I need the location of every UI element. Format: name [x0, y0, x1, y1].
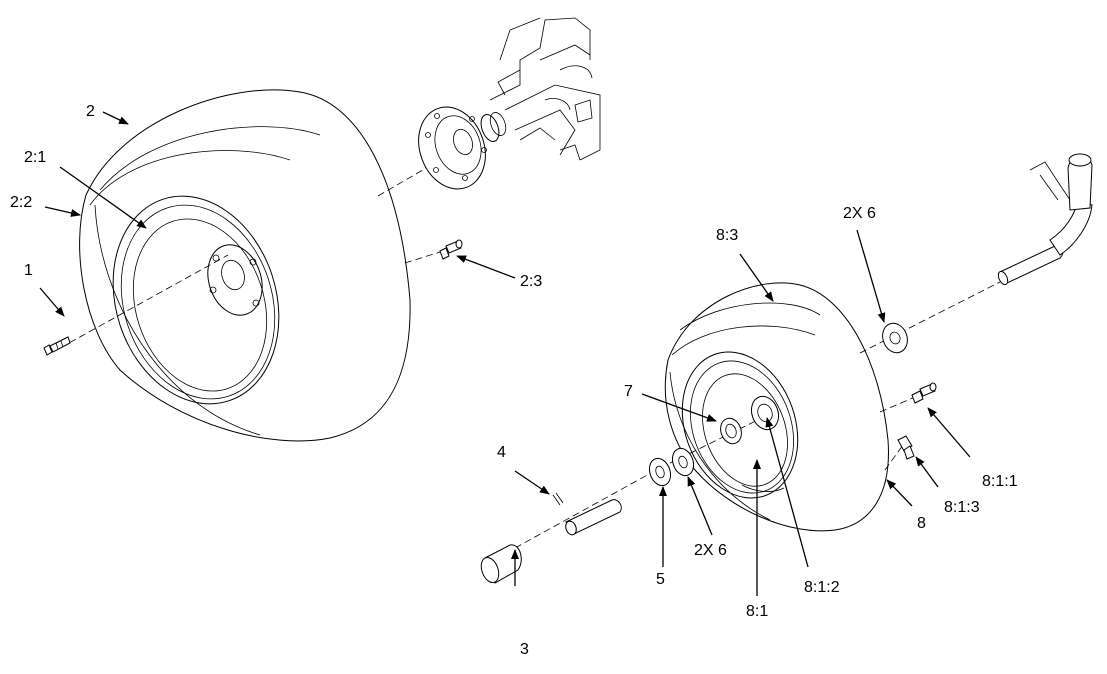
left-hub	[207, 244, 263, 316]
left-tire	[79, 89, 411, 442]
right-wheel	[664, 282, 889, 532]
left-rim	[112, 195, 280, 405]
label-8-1-1: 8:1:1	[982, 473, 1018, 490]
valve-stem-right	[911, 382, 937, 404]
label-8-3: 8:3	[716, 227, 738, 244]
caster-yoke	[997, 153, 1093, 286]
cotter-pin	[552, 492, 564, 506]
grease-fitting	[897, 435, 915, 460]
leader-lines	[39, 111, 971, 596]
left-wheel	[79, 89, 411, 442]
label-2x6-bottom: 2X 6	[694, 542, 727, 559]
label-8-1-2: 8:1:2	[804, 579, 840, 596]
wheel-bearing	[750, 395, 780, 431]
part-labels: 1 2 2:1 2:2 2:3 3 4 5 2X 6 2X 6 7 8 8:1 …	[10, 103, 1018, 658]
label-8-1-3: 8:1:3	[944, 499, 980, 516]
label-2-3: 2:3	[520, 273, 542, 290]
label-4: 4	[497, 444, 506, 461]
axle-spacer	[565, 499, 622, 536]
spacer-washers	[648, 322, 908, 487]
hub-flange	[418, 106, 486, 190]
lug-bolt	[43, 336, 71, 356]
label-1: 1	[24, 262, 33, 279]
right-rim	[681, 351, 799, 499]
label-7: 7	[624, 383, 633, 400]
label-5: 5	[656, 571, 665, 588]
label-3: 3	[520, 641, 529, 658]
label-2-1: 2:1	[24, 149, 46, 166]
label-8-1: 8:1	[746, 603, 768, 620]
label-2: 2	[86, 103, 95, 120]
label-2-2: 2:2	[10, 194, 32, 211]
label-8: 8	[917, 515, 926, 532]
label-2x6-top: 2X 6	[843, 205, 876, 222]
valve-stem-left	[439, 239, 463, 260]
axle-hub-frame	[418, 17, 601, 190]
